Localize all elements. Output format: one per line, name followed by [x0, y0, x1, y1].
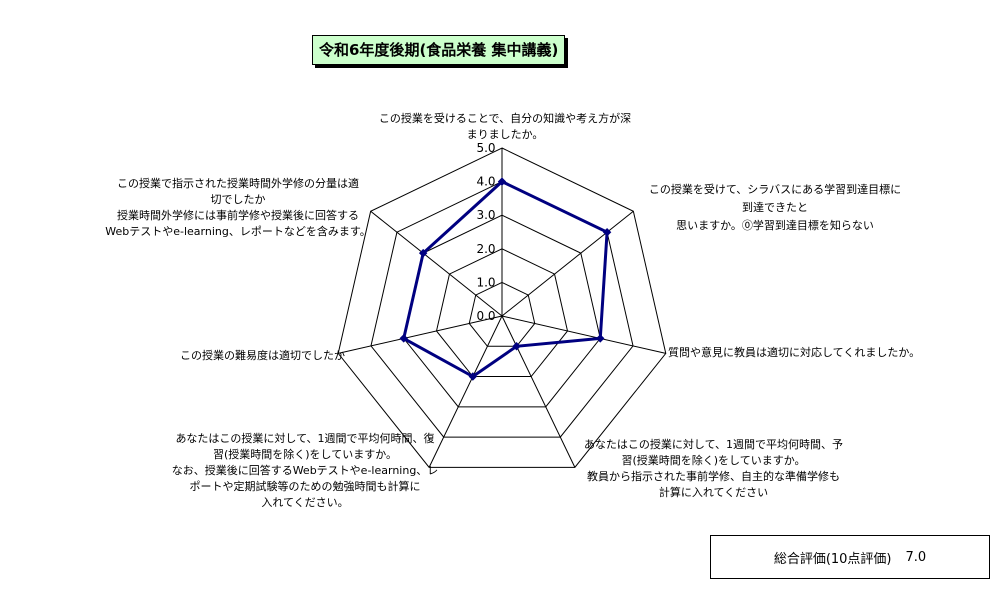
grid-ring-5: [337, 147, 667, 468]
axis-label-workload: この授業で指示された授業時間外学修の分量は適 切でしたか 授業時間外学修には事前…: [105, 177, 371, 238]
grid-spoke-6: [370, 210, 503, 317]
axis-label-review-hours: あなたはこの授業に対して、1週間で平均何時間、復 習(授業時間を除く)をしていま…: [171, 432, 439, 509]
tick-label-3: 3.0: [476, 208, 495, 222]
axis-label-difficulty: この授業の難易度は適切でしたか: [180, 349, 345, 362]
data-point-6: [418, 248, 428, 258]
grid-spoke-5: [338, 315, 503, 354]
grid-spoke-2: [501, 315, 666, 354]
data-point-3: [512, 342, 521, 351]
overall-score-value: 7.0: [905, 549, 927, 565]
grid-spoke-4: [428, 315, 503, 468]
axis-label-teacher-response: 質問や意見に教員は適切に対応してくれましたか。: [668, 346, 921, 359]
grid-spoke-3: [501, 315, 576, 468]
data-point-0: [497, 177, 507, 186]
tick-label-1: 1.0: [476, 275, 495, 289]
data-point-5: [399, 334, 408, 343]
data-point-2: [596, 334, 605, 343]
overall-score-label: 総合評価(10点評価): [773, 551, 892, 567]
axis-label-preparation-hours: あなたはこの授業に対して、1週間で平均何時間、予 習(授業時間を除く)をしていま…: [583, 438, 844, 499]
chart-title-wrap: 令和6年度後期(食品栄養 集中講義): [312, 35, 566, 65]
grid-ring-4: [370, 181, 634, 438]
grid-spoke-1: [501, 210, 634, 317]
tick-label-5: 5.0: [476, 141, 495, 155]
chart-title: 令和6年度後期(食品栄養 集中講義): [312, 35, 566, 65]
grid-ring-1: [468, 281, 536, 347]
tick-label-0: 0.0: [476, 309, 495, 323]
series-line-0: [402, 179, 609, 379]
data-point-4: [468, 372, 478, 381]
tick-label-4: 4.0: [476, 175, 495, 189]
grid-ring-2: [435, 248, 569, 378]
axis-label-syllabus-goal: この授業を受けて、シラバスにある学習到達目標に 到達できたと 思いますか。⓪学習…: [648, 183, 902, 232]
tick-label-2: 2.0: [476, 242, 495, 256]
axis-label-knowledge: この授業を受けることで、自分の知識や考え方が深 まりましたか。: [378, 112, 632, 141]
overall-score-box: 総合評価(10点評価) 7.0: [710, 535, 990, 579]
